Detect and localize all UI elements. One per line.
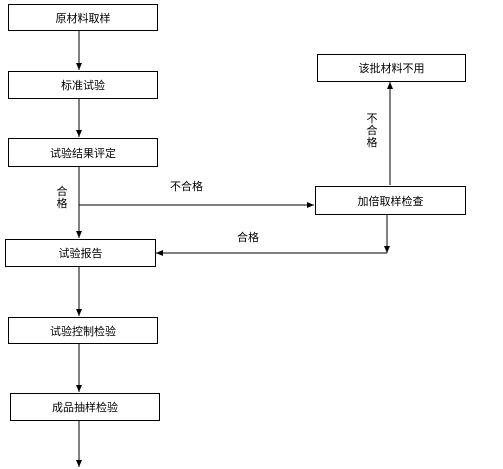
box-test-evaluation: 试验结果评定 bbox=[8, 138, 158, 167]
box-double-sampling: 加倍取样检查 bbox=[315, 186, 466, 215]
label-fail-vertical: 不合格 bbox=[366, 112, 378, 149]
box-batch-reject: 该批材料不用 bbox=[317, 54, 466, 82]
box-raw-sampling: 原材料取样 bbox=[8, 4, 158, 31]
label-pass-vertical: 合格 bbox=[56, 185, 68, 210]
box-standard-test: 标准试验 bbox=[8, 71, 158, 99]
label-fail-horizontal: 不合格 bbox=[170, 180, 203, 193]
box-test-control: 试验控制检验 bbox=[8, 317, 158, 344]
label-pass-horizontal: 合格 bbox=[237, 231, 259, 244]
box-product-sampling: 成品抽样检验 bbox=[10, 393, 160, 421]
box-test-report: 试验报告 bbox=[5, 239, 156, 267]
